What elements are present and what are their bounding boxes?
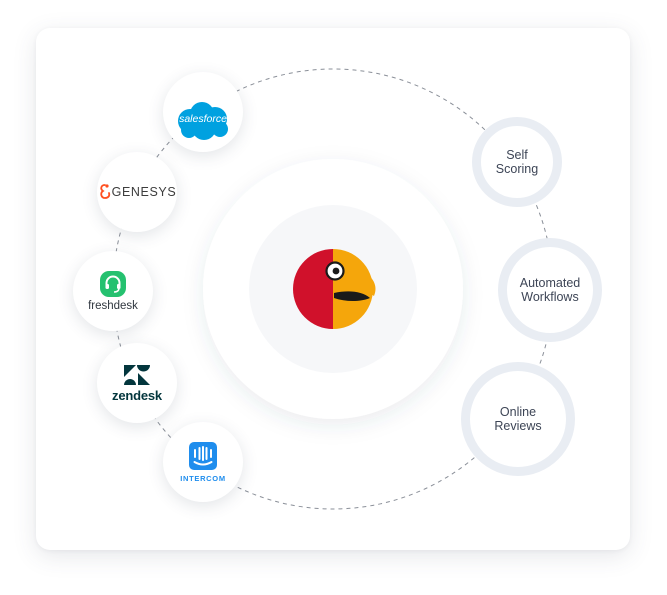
feature-automated-workflows: Automated Workflows (498, 238, 602, 342)
genesys-icon (100, 184, 110, 199)
feature-line: Self (506, 148, 528, 162)
genesys-logo: GENESYS (97, 152, 177, 232)
freshdesk-logo: freshdesk (73, 251, 153, 331)
zendesk-logo: zendesk (97, 343, 177, 423)
zendesk-label: zendesk (112, 387, 162, 403)
freshdesk-headset-icon (100, 270, 126, 297)
feature-line: Reviews (494, 419, 542, 433)
salesforce-logo: salesforce (163, 72, 243, 152)
salesforce-label: salesforce (179, 113, 227, 125)
feature-line: Scoring (495, 162, 539, 176)
intercom-logo: INTERCOM (163, 422, 243, 502)
zendesk-icon (124, 364, 150, 385)
freshdesk-label: freshdesk (88, 299, 138, 312)
intercom-label: INTERCOM (180, 473, 226, 483)
feature-self-scoring: Self Scoring (472, 117, 562, 207)
feature-line: Automated (519, 276, 581, 290)
genesys-label: GENESYS (111, 185, 177, 199)
feature-line: Workflows (521, 290, 579, 304)
feature-line: Online (499, 405, 537, 419)
feature-online-reviews: Online Reviews (461, 362, 575, 476)
salesforce-cloud-icon (178, 102, 228, 140)
intercom-icon (189, 441, 217, 470)
